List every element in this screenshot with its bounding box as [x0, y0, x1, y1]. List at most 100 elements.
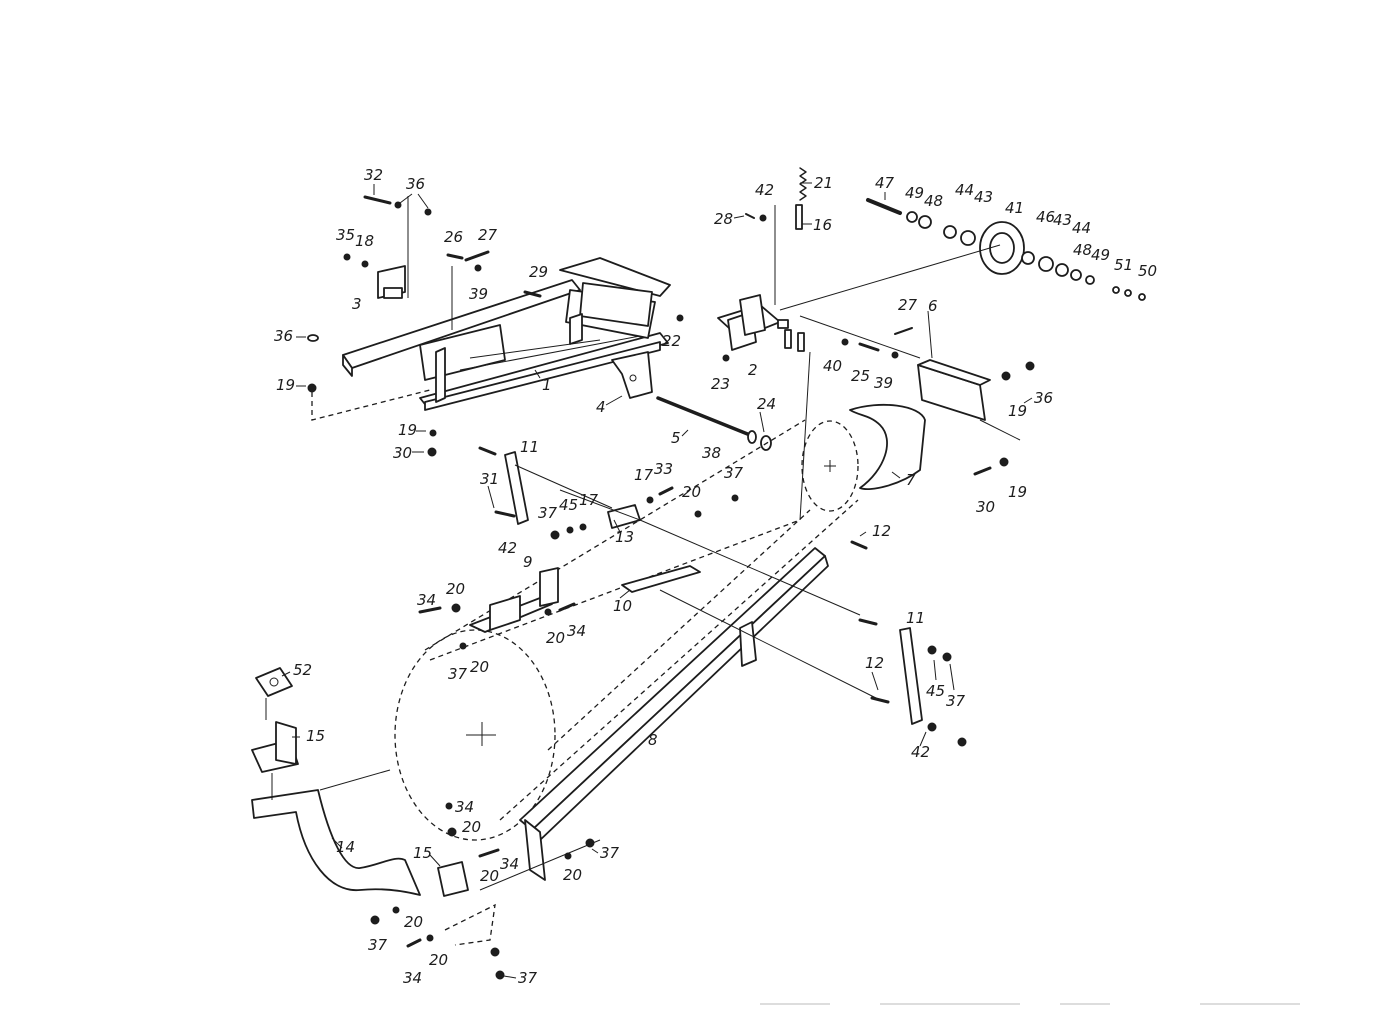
main-frame [342, 257, 671, 411]
callout-34: 34 [455, 798, 474, 816]
bracket-15-lower [437, 861, 496, 946]
callout-20: 20 [404, 913, 423, 931]
callout-21: 21 [814, 174, 833, 192]
callout-11: 11 [906, 609, 925, 627]
callout-30: 30 [393, 444, 412, 462]
callout-13: 13 [615, 528, 634, 546]
callout-33: 33 [654, 460, 673, 478]
callout-24: 24 [757, 395, 776, 413]
callout-43: 43 [1053, 211, 1072, 229]
callout-48: 48 [924, 192, 943, 210]
callout-19: 19 [276, 376, 295, 394]
callout-37: 37 [448, 665, 468, 683]
callout-16: 16 [813, 216, 832, 234]
callout-26: 26 [444, 228, 463, 246]
callout-40: 40 [823, 357, 842, 375]
callout-49: 49 [905, 184, 924, 202]
callout-30: 30 [976, 498, 995, 516]
plate-10 [621, 565, 701, 593]
callout-3: 3 [352, 295, 362, 313]
callout-20: 20 [480, 867, 499, 885]
leader-lines [281, 182, 1033, 979]
fasteners [307, 195, 1035, 980]
callout-51: 51 [1114, 256, 1133, 274]
callout-1: 1 [542, 376, 552, 394]
callout-46: 46 [1036, 208, 1055, 226]
callout-6: 6 [928, 297, 938, 315]
small-pulley-dashed [801, 420, 859, 512]
callout-45: 45 [926, 682, 945, 700]
callout-20: 20 [470, 658, 489, 676]
callout-29: 29 [529, 263, 548, 281]
callout-42: 42 [911, 743, 930, 761]
callout-labels: 32 36 35 18 26 27 29 39 3 36 19 1 19 30 … [274, 166, 1157, 987]
callout-15: 15 [306, 727, 325, 745]
callout-12: 12 [872, 522, 891, 540]
callout-10: 10 [613, 597, 632, 615]
callout-34: 34 [500, 855, 519, 873]
plate-52 [255, 667, 293, 697]
rail-8 [519, 547, 829, 881]
callout-39: 39 [469, 285, 488, 303]
callout-19: 19 [398, 421, 417, 439]
callout-22: 22 [662, 332, 681, 350]
callout-42: 42 [755, 181, 774, 199]
strap-14 [251, 789, 421, 896]
callout-36: 36 [406, 175, 425, 193]
shaft-5 [656, 396, 772, 451]
callout-2: 2 [748, 361, 758, 379]
callout-44: 44 [1072, 219, 1091, 237]
pulley-stack-41 [866, 198, 1146, 301]
callout-47: 47 [875, 174, 895, 192]
callout-19: 19 [1008, 483, 1027, 501]
callout-18: 18 [355, 232, 374, 250]
arm-11-upper [504, 451, 529, 525]
callout-37: 37 [946, 692, 966, 710]
callout-39: 39 [874, 374, 893, 392]
spring-21 [795, 167, 807, 230]
belt-guard-7 [849, 403, 926, 490]
callout-34: 34 [403, 969, 422, 987]
callout-43: 43 [974, 188, 993, 206]
callout-34: 34 [567, 622, 586, 640]
callout-9: 9 [523, 553, 533, 571]
callout-20: 20 [462, 818, 481, 836]
arm-11-lower [899, 627, 923, 725]
callout-27: 27 [478, 226, 498, 244]
callout-17: 17 [579, 491, 599, 509]
callout-50: 50 [1138, 262, 1157, 280]
callout-20: 20 [546, 629, 565, 647]
callout-15: 15 [413, 844, 432, 862]
block-13 [607, 504, 641, 529]
callout-4: 4 [596, 398, 606, 416]
callout-28: 28 [714, 210, 733, 228]
bracket-9 [469, 567, 559, 633]
callout-41: 41 [1005, 199, 1024, 217]
callout-44: 44 [955, 181, 974, 199]
callout-17: 17 [634, 466, 654, 484]
large-pulley-dashed [394, 419, 859, 841]
callout-34: 34 [417, 591, 436, 609]
callout-37: 37 [600, 844, 620, 862]
bracket-15-upper [251, 721, 299, 773]
callout-48: 48 [1073, 241, 1092, 259]
callout-20: 20 [429, 951, 448, 969]
callout-8: 8 [648, 731, 658, 749]
callout-27: 27 [898, 296, 918, 314]
callout-42: 42 [498, 539, 517, 557]
callout-23: 23 [711, 375, 730, 393]
callout-32: 32 [364, 166, 383, 184]
callout-52: 52 [293, 661, 312, 679]
lever-assembly-2 [717, 294, 805, 352]
callout-20: 20 [563, 866, 582, 884]
callout-7: 7 [906, 471, 916, 489]
callout-36: 36 [1034, 389, 1053, 407]
callout-11: 11 [520, 438, 539, 456]
callout-20: 20 [446, 580, 465, 598]
callout-37: 37 [538, 504, 558, 522]
callout-31: 31 [480, 470, 499, 488]
callout-20: 20 [682, 483, 701, 501]
callout-38: 38 [702, 444, 721, 462]
guide-lines [265, 196, 1021, 891]
callout-19: 19 [1008, 402, 1027, 420]
